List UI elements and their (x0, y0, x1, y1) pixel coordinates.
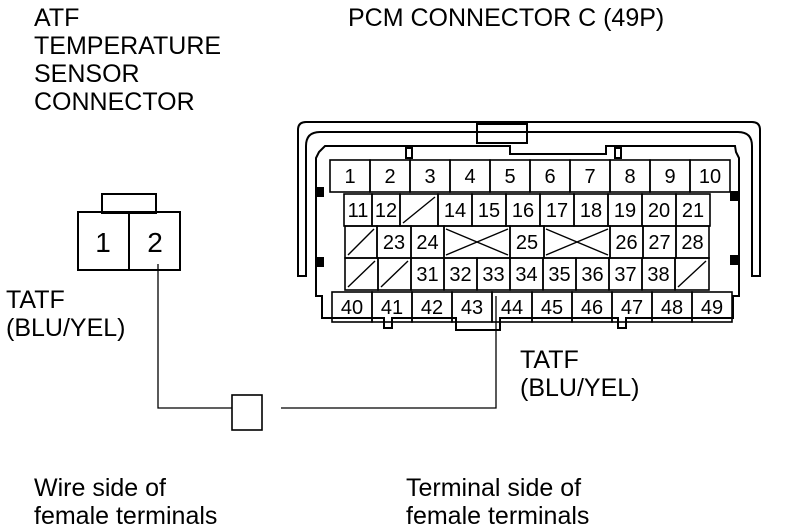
terminal-label: 27 (648, 232, 670, 254)
terminal-label: 5 (504, 166, 515, 188)
sensor-terminal-1: 1 (95, 227, 111, 258)
tatf-wire (157, 264, 497, 431)
terminal-label: 45 (541, 297, 563, 319)
pcm-side-key-right-lower (730, 255, 738, 265)
terminal-label: 43 (461, 297, 483, 319)
pcm-top-key-left (405, 147, 413, 159)
terminal-label: 23 (383, 232, 405, 254)
terminal-label: 48 (661, 297, 683, 319)
terminal-label: 33 (482, 264, 504, 286)
terminal-label: 35 (548, 264, 570, 286)
left-connector-title: ATF TEMPERATURE SENSOR CONNECTOR (34, 4, 222, 116)
pcm-housing-outer (297, 121, 761, 277)
left-caption: Wire side of female terminals (34, 474, 218, 530)
pcm-side-key-left (316, 187, 324, 197)
terminal-label: 20 (648, 200, 670, 222)
terminal-label: 28 (681, 232, 703, 254)
terminal-label: 37 (614, 264, 636, 286)
terminal-label: 40 (341, 297, 363, 319)
pcm-top-latch (476, 123, 528, 144)
unused-terminal-slash (347, 260, 376, 288)
terminal-label: 14 (444, 200, 466, 222)
terminal-label: 41 (381, 297, 403, 319)
terminal-label: 21 (682, 200, 704, 222)
terminal-label: 25 (516, 232, 538, 254)
left-wire-label: TATF (BLU/YEL) (6, 286, 126, 342)
terminal-label: 3 (424, 166, 435, 188)
terminal-label-tatf: 44 (501, 297, 523, 319)
pcm-top-key-right (614, 147, 622, 159)
terminal-cell (691, 291, 733, 323)
terminal-label: 4 (464, 166, 475, 188)
terminal-label: 42 (421, 297, 443, 319)
right-caption: Terminal side of female terminals (406, 474, 590, 530)
terminal-label: 10 (699, 166, 721, 188)
terminal-label: 47 (621, 297, 643, 319)
terminal-label: 11 (348, 200, 369, 222)
blank-terminal-cross (545, 228, 609, 256)
terminal-label: 15 (478, 200, 500, 222)
terminal-label: 36 (581, 264, 603, 286)
wire-right-segment (281, 296, 497, 409)
terminal-label: 2 (384, 166, 395, 188)
terminal-cell (689, 159, 731, 193)
terminal-label: 49 (701, 297, 723, 319)
terminal-label: 9 (664, 166, 675, 188)
right-wire-label: TATF (BLU/YEL) (520, 346, 640, 402)
terminal-label: 12 (375, 200, 397, 222)
right-connector-title: PCM CONNECTOR C (49P) (348, 4, 665, 32)
terminal-label: 8 (624, 166, 635, 188)
terminal-label: 34 (515, 264, 537, 286)
unused-terminal-slash (402, 196, 436, 224)
unused-terminal-slash (347, 228, 375, 256)
sensor-connector: 1 2 (77, 193, 181, 271)
pcm-side-key-right (730, 191, 738, 201)
wire-left-segment (157, 264, 232, 409)
terminal-label: 24 (416, 232, 438, 254)
pcm-side-key-left-lower (316, 257, 324, 267)
sensor-terminal-2: 2 (147, 227, 163, 258)
terminal-cell (674, 257, 710, 291)
terminal-label: 16 (512, 200, 534, 222)
terminal-label: 6 (544, 166, 555, 188)
terminal-label: 7 (584, 166, 595, 188)
terminal-label: 46 (581, 297, 603, 319)
terminal-label: 1 (344, 166, 355, 188)
unused-terminal-slash (677, 260, 707, 288)
terminal-label: 19 (614, 200, 636, 222)
blank-terminal-cross (445, 228, 509, 256)
terminal-label: 26 (615, 232, 637, 254)
terminal-label: 18 (580, 200, 602, 222)
sensor-connector-tab (101, 193, 157, 214)
unused-terminal-slash (380, 260, 409, 288)
terminal-label: 32 (449, 264, 471, 286)
terminal-label: 31 (416, 264, 438, 286)
pcm-housing-inner (315, 145, 740, 331)
terminal-label: 17 (546, 200, 568, 222)
terminal-label: 38 (647, 264, 669, 286)
inline-connector (231, 394, 263, 431)
